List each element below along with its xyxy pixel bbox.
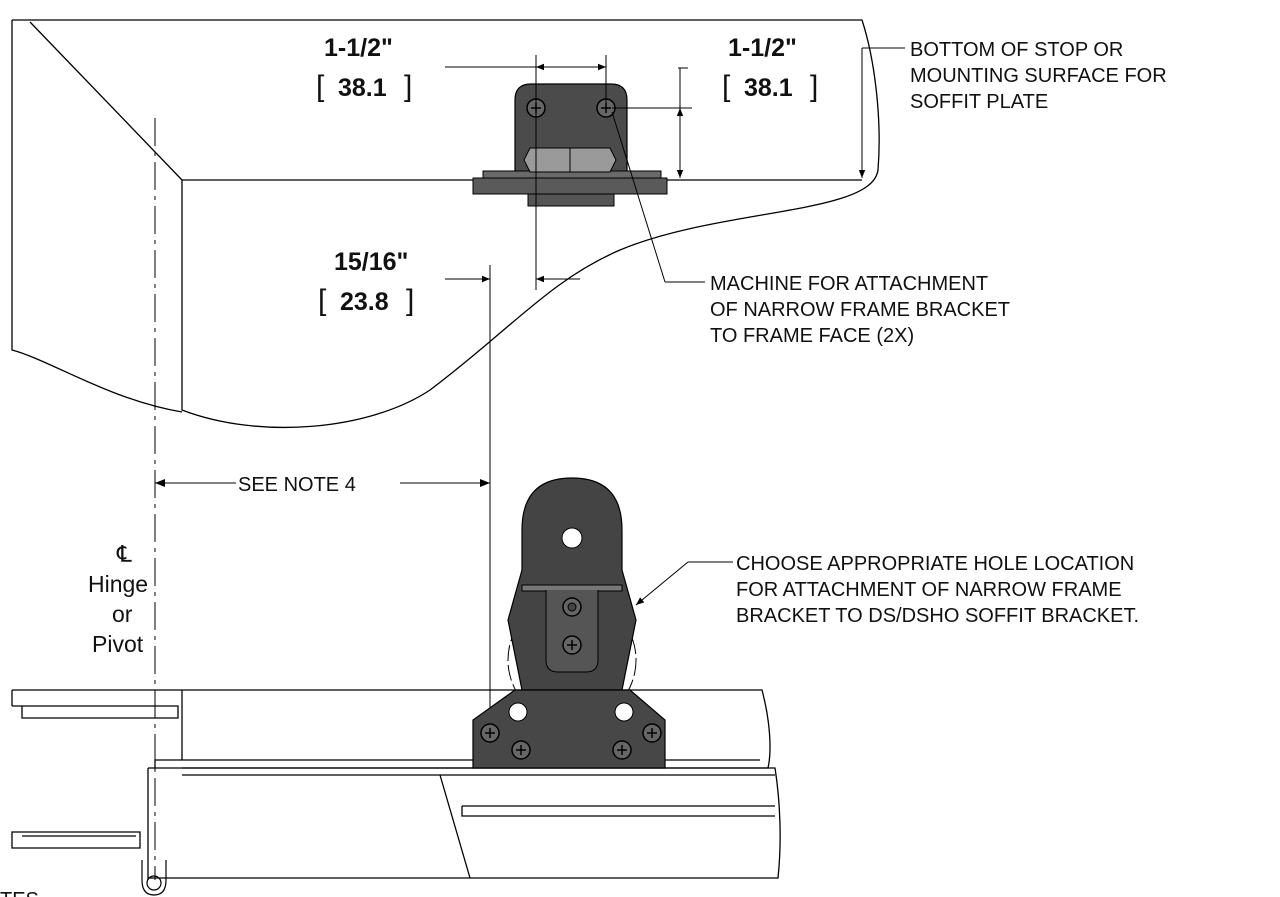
soffit-outline bbox=[11, 19, 880, 429]
callout-bottom-of-stop-line3: SOFFIT PLATE bbox=[910, 91, 1048, 113]
frame-profile bbox=[11, 689, 781, 880]
bracket-close-icon: ] bbox=[406, 284, 414, 317]
bracket-close-icon: ] bbox=[404, 70, 412, 103]
centerline-label-line1: Hinge bbox=[88, 571, 148, 597]
bracket-open-icon: [ bbox=[316, 70, 325, 103]
dim-offset-metric: 23.8 bbox=[340, 288, 389, 316]
dim-top-right-imperial: 1-1/2" bbox=[728, 34, 797, 62]
centerline-label-line2: or bbox=[112, 601, 133, 627]
screw-icon bbox=[511, 740, 531, 760]
centerline-label-line3: Pivot bbox=[92, 631, 144, 657]
callout-choose-line1: CHOOSE APPROPRIATE HOLE LOCATION bbox=[736, 553, 1134, 575]
screw-icon bbox=[562, 635, 582, 655]
dim-offset-imperial: 15/16" bbox=[334, 248, 408, 276]
callout-choose-line3: BRACKET TO DS/DSHO SOFFIT BRACKET. bbox=[736, 605, 1139, 627]
notes-heading-partial: TES bbox=[0, 889, 39, 897]
callout-bottom-of-stop-line2: MOUNTING SURFACE FOR bbox=[910, 65, 1167, 87]
callout-machine-line3: TO FRAME FACE (2X) bbox=[710, 325, 914, 347]
callout-bottom-of-stop-line1: BOTTOM OF STOP OR bbox=[910, 39, 1123, 61]
screw-icon bbox=[612, 740, 632, 760]
centerline-symbol: ℄ bbox=[116, 541, 132, 567]
screw-icon bbox=[480, 723, 500, 743]
choose-leader bbox=[635, 561, 733, 606]
see-note-label: SEE NOTE 4 bbox=[238, 474, 356, 496]
callout-choose-line2: FOR ATTACHMENT OF NARROW FRAME bbox=[736, 579, 1122, 601]
dimension-lines bbox=[445, 47, 905, 740]
hinge-knuckle bbox=[141, 860, 167, 896]
dim-top-left-metric: 38.1 bbox=[338, 74, 387, 102]
bracket-open-icon: [ bbox=[722, 70, 731, 103]
bracket-open-icon: [ bbox=[318, 284, 327, 317]
callout-machine-line1: MACHINE FOR ATTACHMENT bbox=[710, 273, 988, 295]
soffit-bracket bbox=[472, 83, 668, 207]
narrow-frame-bracket bbox=[472, 477, 666, 769]
bracket-close-icon: ] bbox=[810, 70, 818, 103]
dim-top-right-metric: 38.1 bbox=[744, 74, 793, 102]
dim-top-left-imperial: 1-1/2" bbox=[324, 34, 393, 62]
screw-icon bbox=[642, 723, 662, 743]
callout-machine-line2: OF NARROW FRAME BRACKET bbox=[710, 299, 1010, 321]
